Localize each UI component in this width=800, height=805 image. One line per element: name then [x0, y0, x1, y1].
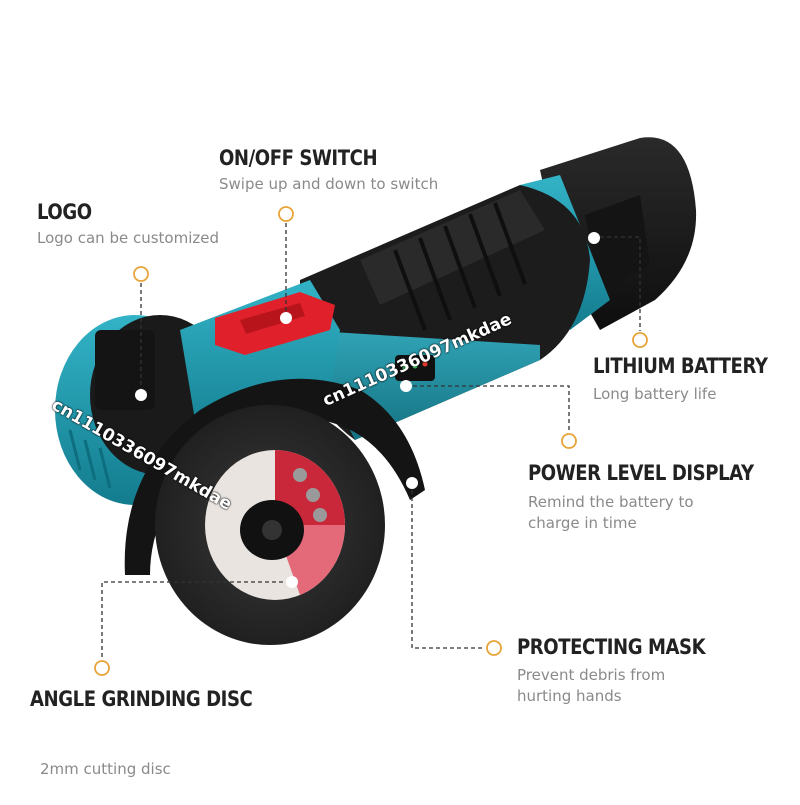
- callout-desc: Long battery life: [593, 385, 717, 403]
- callout-desc: Swipe up and down to switch: [219, 175, 439, 193]
- protecting-mask: [124, 378, 426, 575]
- cutting-disc: [155, 405, 385, 645]
- callout-disc: ANGLE GRINDING DISC: [30, 687, 289, 711]
- callout-power-level: POWER LEVEL DISPLAY Remind the battery t…: [528, 461, 790, 534]
- leader-lines: [101, 223, 641, 660]
- callout-title: LOGO: [37, 200, 92, 224]
- callout-title: POWER LEVEL DISPLAY: [528, 461, 754, 485]
- power-level-display: [395, 355, 435, 381]
- callout-desc: Remind the battery to charge in time: [528, 492, 790, 534]
- callout-switch: ON/OFF SWITCH Swipe up and down to switc…: [219, 146, 438, 195]
- callout-desc: Prevent debris from hurting hands: [517, 665, 736, 707]
- callout-desc-line: hurting hands: [517, 687, 622, 705]
- on-off-switch: [215, 292, 335, 355]
- callout-markers: [94, 206, 648, 676]
- callout-title: PROTECTING MASK: [517, 635, 706, 659]
- callout-logo: LOGO Logo can be customized: [37, 200, 219, 249]
- callout-desc: Logo can be customized: [37, 229, 219, 247]
- callout-title: ANGLE GRINDING DISC: [30, 687, 253, 711]
- callout-title: LITHIUM BATTERY: [593, 354, 768, 378]
- callout-desc-line: charge in time: [528, 514, 637, 532]
- part-dots: [135, 232, 600, 588]
- callout-mask: PROTECTING MASK Prevent debris from hurt…: [517, 635, 736, 707]
- disc-spec-note: 2mm cutting disc: [40, 760, 171, 778]
- callout-desc-line: Remind the battery to: [528, 493, 694, 511]
- callout-desc-line: Prevent debris from: [517, 666, 666, 684]
- callout-title: ON/OFF SWITCH: [219, 146, 378, 170]
- callout-battery: LITHIUM BATTERY Long battery life: [593, 354, 796, 405]
